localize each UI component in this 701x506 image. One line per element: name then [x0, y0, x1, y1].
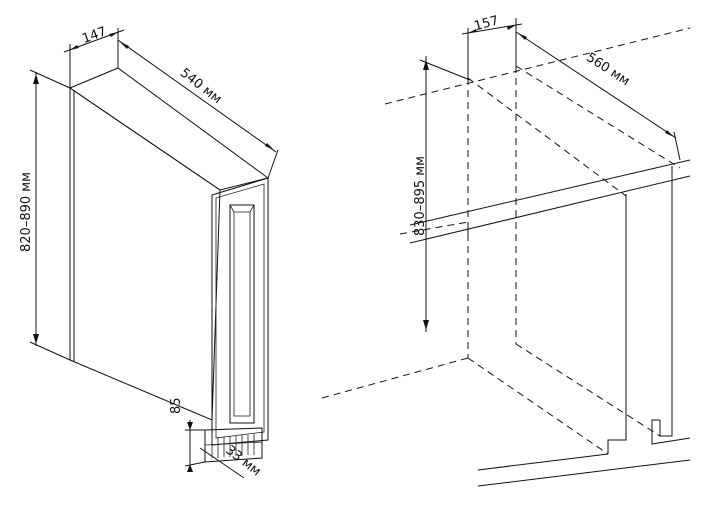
height-label: 820–890 мм — [19, 172, 34, 252]
niche-width-dimension: 157 — [461, 13, 523, 78]
niche-height-label: 830–895 мм — [413, 156, 428, 236]
niche-depth-label: 560 мм — [583, 50, 632, 89]
appliance-drawing: 147 540 мм 820–890 мм 85 — [19, 24, 279, 480]
height-dimension: 820–890 мм — [19, 69, 71, 361]
cabinet-side — [477, 166, 691, 487]
niche-drawing: 157 560 мм 830–895 мм — [321, 13, 691, 487]
plinth-depth-label: 33 мм — [223, 443, 264, 480]
niche-width-label: 157 — [473, 13, 501, 34]
width-label: 147 — [80, 24, 108, 47]
appliance-side-face — [69, 87, 221, 421]
appliance-top-face — [68, 67, 270, 191]
depth-dimension: 540 мм — [117, 39, 279, 179]
plinth-height-label: 85 — [169, 397, 184, 414]
door-handle — [229, 204, 255, 424]
appliance-front-panel — [211, 177, 269, 446]
niche-height-dimension: 830–895 мм — [413, 56, 471, 332]
plinth-height-dimension: 85 — [169, 397, 206, 472]
countertop — [409, 159, 691, 244]
